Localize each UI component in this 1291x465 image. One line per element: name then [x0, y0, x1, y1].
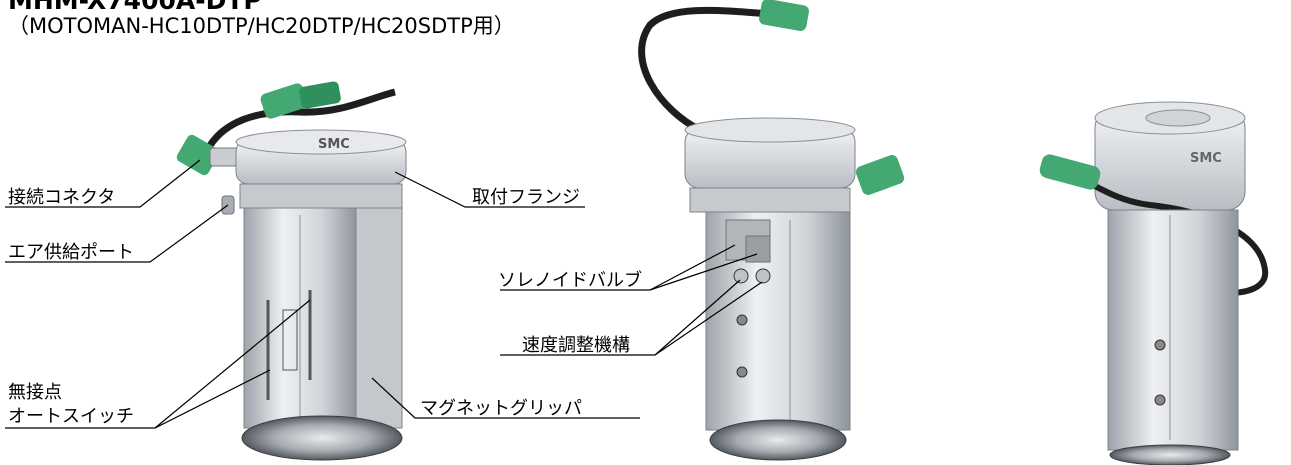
adapter-ring: [239, 183, 403, 209]
connector-icon: [855, 155, 905, 195]
label-solenoid: ソレノイドバルブ: [498, 270, 642, 291]
label-air-port: エア供給ポート: [8, 242, 134, 263]
page-title: MHM-X7400A-DTP: [8, 0, 262, 15]
gripper-view-2: [638, 0, 905, 461]
connector-icon: [759, 0, 809, 32]
leader-lines: [5, 159, 763, 429]
connector-icon: [176, 134, 220, 176]
label-flange: 取付フランジ: [472, 187, 580, 208]
magnet-plate: [709, 419, 847, 461]
label-connector: 接続コネクタ: [8, 187, 116, 208]
label-autoswitch-line2: オートスイッチ: [8, 406, 134, 427]
flange-top: [684, 117, 856, 143]
solenoid-valve: [745, 235, 771, 263]
speed-controller: [733, 268, 749, 284]
speed-controller: [755, 268, 771, 284]
gripper-body: [1107, 209, 1239, 451]
label-speed: 速度調整機構: [522, 335, 630, 356]
connector-icon: [299, 81, 341, 109]
label-autoswitch-line1: 無接点: [8, 382, 62, 403]
gripper-view-1: SMC: [176, 81, 407, 461]
smc-logo: SMC: [1190, 151, 1222, 166]
magnet-plate: [1109, 444, 1231, 465]
connector-icon: [1039, 154, 1101, 190]
gripper-view-3: SMC: [1039, 101, 1269, 465]
smc-logo: SMC: [318, 137, 350, 152]
adapter-ring: [689, 187, 851, 213]
page-subtitle: （MOTOMAN-HC10DTP/HC20DTP/HC20SDTP用）: [8, 14, 515, 38]
cable: [638, 6, 771, 134]
flange-top: [235, 129, 407, 155]
fitting: [209, 147, 239, 167]
label-gripper: マグネットグリッパ: [420, 398, 582, 419]
gripper-body-side: [355, 207, 403, 429]
cable: [201, 88, 396, 157]
magnet-plate: [241, 415, 403, 461]
connector-icon: [260, 83, 308, 119]
